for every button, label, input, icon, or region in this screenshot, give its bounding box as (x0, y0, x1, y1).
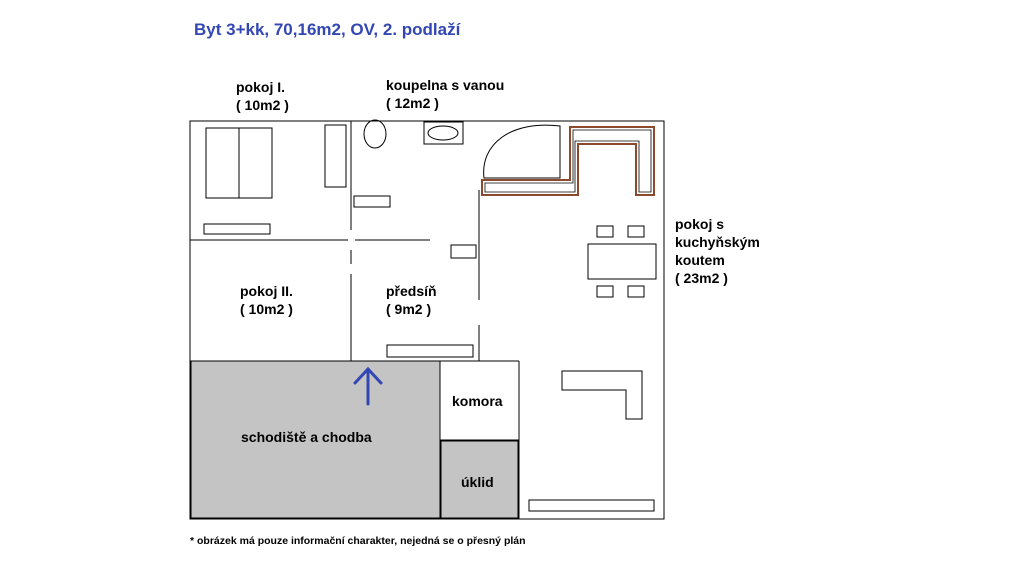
entrance-arrow-icon (353, 366, 383, 406)
room-area: ( 12m2 ) (386, 95, 439, 111)
room-area: ( 10m2 ) (240, 301, 293, 317)
chair (596, 225, 614, 238)
cleaning-room-area (440, 440, 519, 519)
hall-cabinet (450, 244, 477, 259)
chair (596, 285, 614, 298)
room-label-pokoj-2: pokoj II. ( 10m2 ) (240, 282, 293, 318)
bathtub (483, 124, 561, 179)
shelf (203, 223, 271, 235)
room-name-line1: pokoj s (675, 216, 725, 232)
room-area: ( 23m2 ) (675, 270, 728, 286)
sink (423, 121, 464, 145)
kitchen-counter (481, 126, 655, 196)
room-name: koupelna s vanou (386, 77, 505, 93)
bathroom-cabinet (353, 195, 391, 208)
room-area: ( 9m2 ) (386, 301, 432, 317)
room-area: ( 10m2 ) (236, 97, 289, 113)
room-label-komora: komora (452, 393, 503, 409)
room-label-uklid: úklid (461, 474, 494, 490)
room-name: předsíň (386, 283, 437, 299)
room-label-pokoj-kk: pokoj s kuchyňským koutem ( 23m2 ) (675, 215, 760, 287)
corner-sofa (561, 370, 643, 420)
room-label-predsin: předsíň ( 9m2 ) (386, 282, 437, 318)
room-label-pokoj-1: pokoj I. ( 10m2 ) (236, 78, 289, 114)
wardrobe (324, 124, 347, 188)
room-label-koupelna: koupelna s vanou ( 12m2 ) (386, 76, 504, 112)
room-name-line2: kuchyňským (675, 234, 760, 250)
stair-corridor-area (190, 360, 441, 519)
room-name: pokoj II. (240, 283, 293, 299)
toilet (363, 119, 387, 149)
chair (627, 285, 645, 298)
dining-table (587, 243, 657, 280)
room-name: pokoj I. (236, 79, 285, 95)
disclaimer-note: * obrázek má pouze informační charakter,… (190, 535, 526, 547)
living-shelf (528, 499, 655, 512)
outer-wall (189, 120, 665, 520)
hall-shelf (386, 344, 474, 358)
chair (627, 225, 645, 238)
room-name-line3: koutem (675, 252, 725, 268)
room-label-schodiste: schodiště a chodba (241, 429, 372, 445)
plan-title: Byt 3+kk, 70,16m2, OV, 2. podlaží (194, 20, 461, 39)
